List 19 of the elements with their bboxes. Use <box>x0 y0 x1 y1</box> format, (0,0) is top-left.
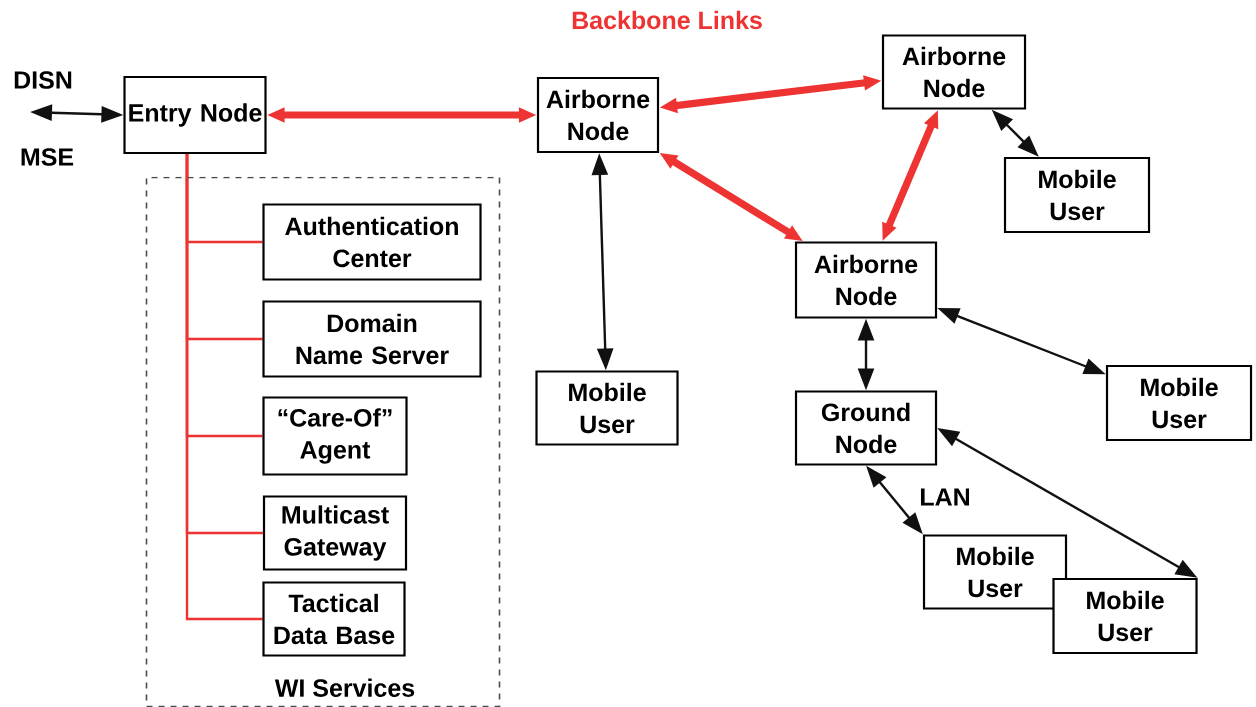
node-box: Mobile User <box>1105 364 1253 442</box>
node-box: Tactical Data Base <box>262 581 406 657</box>
label-text: LAN <box>917 486 973 508</box>
node-box: Multicast Gateway <box>262 495 408 571</box>
node-box: Entry Node <box>123 75 267 155</box>
node-box: Airborne Node <box>881 34 1027 110</box>
node-box: Mobile User <box>535 370 679 446</box>
node-box: “Care-Of” Agent <box>262 396 408 476</box>
node-box: Mobile User <box>922 534 1068 610</box>
node-box: Mobile User <box>1052 577 1198 655</box>
label-text: MSE <box>17 146 77 168</box>
node-box: Airborne Node <box>536 76 660 154</box>
node-box: Airborne Node <box>794 241 938 319</box>
node-box: Mobile User <box>1003 156 1151 234</box>
node-box: Ground Node <box>794 390 938 466</box>
label-text: DISN <box>11 69 75 91</box>
node-box: Domain Name Server <box>262 300 482 378</box>
node-box: Authentication Center <box>262 203 482 281</box>
label-text: Backbone Links <box>569 8 765 32</box>
